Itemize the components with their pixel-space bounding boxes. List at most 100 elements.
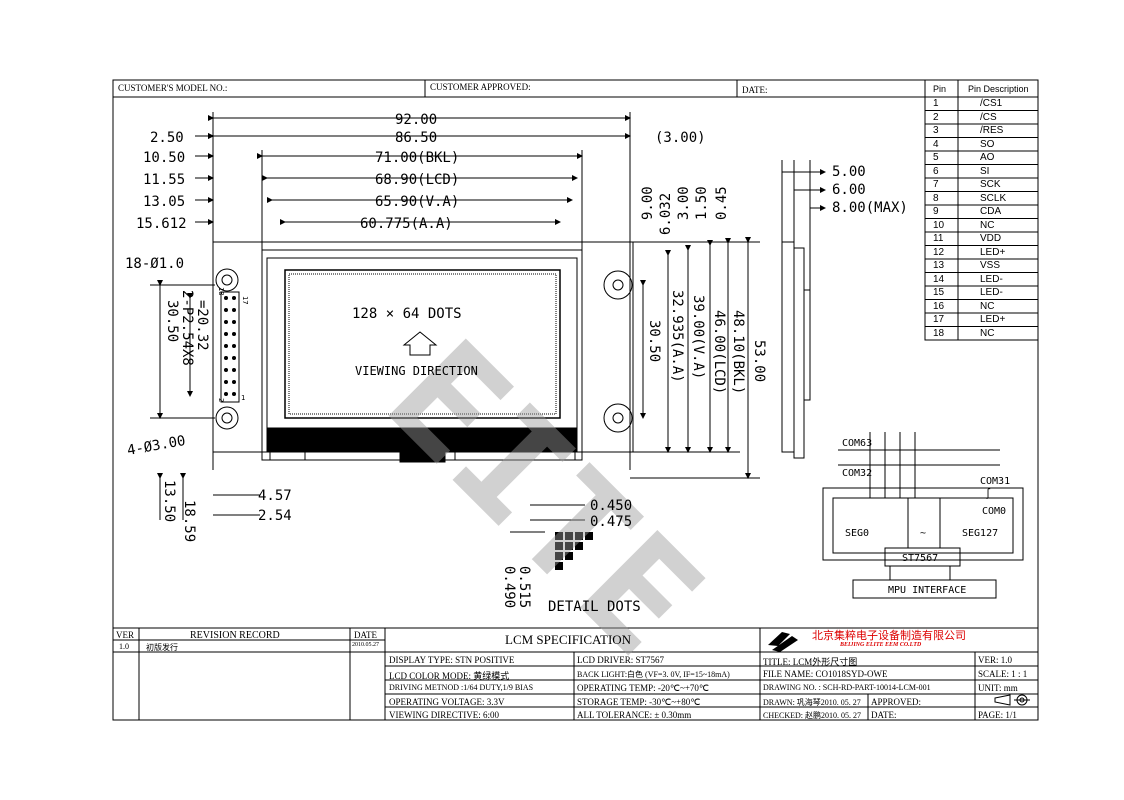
tb-approved: APPROVED: bbox=[871, 697, 922, 707]
tb-file-name: FILE NAME: CO1018SYD-OWE bbox=[763, 669, 888, 679]
pin-description: VSS bbox=[980, 260, 1001, 271]
dim-total: 53.00 bbox=[751, 340, 767, 382]
dim-30-50-left: 30.50 bbox=[164, 300, 180, 342]
tb-storage-temp: STORAGE TEMP: -30℃~+80℃ bbox=[577, 697, 701, 707]
pin-number: 11 bbox=[933, 233, 944, 244]
pin-description: SCLK bbox=[980, 192, 1007, 204]
pin-desc-header: Pin Description bbox=[968, 84, 1029, 94]
dim-0-475: 0.475 bbox=[590, 514, 632, 530]
pin-18-label: 18 bbox=[217, 287, 225, 295]
pin-1-label: 1 bbox=[241, 394, 245, 402]
tb-operating-voltage: OPERATING VOLTAGE: 3.3V bbox=[389, 697, 505, 707]
tb-viewing-directive: VIEWING DIRECTIVE: 6:00 bbox=[389, 710, 499, 720]
outer-frame bbox=[112, 79, 1039, 721]
pin-number: 2 bbox=[933, 111, 939, 123]
mpu-label: MPU INTERFACE bbox=[888, 585, 966, 596]
dim-15-612: 15.612 bbox=[136, 216, 187, 232]
mount-label: 4-Ø3.00 bbox=[126, 433, 187, 459]
pin-number: 12 bbox=[933, 246, 945, 258]
tb-back-light: BACK LIGHT:白色 (VF=3. 0V, IF=15~18mA) bbox=[577, 670, 730, 679]
tb-operating-temp: OPERATING TEMP: -20℃~+70℃ bbox=[577, 683, 709, 693]
dim-6-00: 6.00 bbox=[832, 182, 866, 198]
pin-description: LED+ bbox=[980, 246, 1006, 258]
pin-description: /CS1 bbox=[980, 98, 1003, 109]
pin-description: SO bbox=[980, 138, 995, 150]
projection-symbol-icon bbox=[994, 694, 1030, 706]
com32-label: COM32 bbox=[842, 468, 872, 479]
pin-description: SI bbox=[980, 165, 990, 177]
customer-model-label: CUSTOMER'S MODEL NO.: bbox=[118, 83, 228, 93]
tb-color-mode: LCD COLOR MODE: 黄绿模式 bbox=[389, 671, 510, 681]
pin-number: 7 bbox=[933, 179, 939, 190]
pin-description: LED+ bbox=[980, 314, 1006, 325]
tb-unit: UNIT: mm bbox=[978, 683, 1018, 693]
tb-date: DATE: bbox=[871, 710, 897, 720]
dim-0-490: 0.490 bbox=[501, 566, 517, 608]
pin-17-label: 17 bbox=[241, 296, 249, 304]
pin-number: 3 bbox=[933, 125, 939, 136]
dim-6-032: 6.032 bbox=[658, 193, 674, 235]
pin-description: /RES bbox=[980, 125, 1004, 136]
tb-page: PAGE: 1/1 bbox=[978, 710, 1017, 720]
com0-label: COM0 bbox=[982, 506, 1006, 517]
dim-0-515: 0.515 bbox=[516, 566, 532, 608]
dim-86-5: 86.50 bbox=[395, 130, 437, 146]
dots-label: 128 × 64 DOTS bbox=[352, 306, 462, 322]
tb-drawing-no: DRAWING NO. : SCH-RD-PART-10014-LCM-001 bbox=[763, 683, 931, 692]
wave-glyph: ∫ bbox=[985, 488, 991, 500]
pin-number: 6 bbox=[933, 165, 939, 177]
dim-1-50: 1.50 bbox=[694, 186, 710, 220]
dim-aa: 60.775(A.A) bbox=[360, 216, 453, 232]
pin-number: 14 bbox=[933, 273, 945, 285]
pin-number: 8 bbox=[933, 192, 939, 204]
dim-11-55: 11.55 bbox=[143, 172, 185, 188]
pin-description: NC bbox=[980, 300, 995, 312]
tb-lcd-driver: LCD DRIVER: ST7567 bbox=[577, 655, 665, 665]
ver-header: VER bbox=[116, 630, 134, 640]
date-header: DATE bbox=[354, 630, 377, 640]
viewing-arrow-icon bbox=[402, 331, 438, 356]
pin-description: /CS bbox=[980, 111, 997, 123]
company-logo-icon bbox=[768, 632, 798, 652]
dim-18-59: 18.59 bbox=[181, 500, 197, 542]
com31-label: COM31 bbox=[980, 476, 1010, 487]
ver-value: 1.0 bbox=[119, 642, 129, 651]
dim-9-00: 9.00 bbox=[640, 186, 656, 220]
dim-4-57: 4.57 bbox=[258, 488, 292, 504]
hole-label: 18-Ø1.0 bbox=[125, 256, 184, 272]
dim-92: 92.00 bbox=[395, 112, 437, 128]
pin-number: 10 bbox=[933, 219, 945, 231]
pin-number: 17 bbox=[933, 314, 945, 325]
tb-tolerance: ALL TOLERANCE: ± 0.30mm bbox=[577, 710, 692, 720]
dim-pitch-2: =20.32 bbox=[194, 300, 210, 351]
tb-title: TITLE: LCM外形尺寸图 bbox=[763, 657, 858, 667]
dim-bkl: 71.00(BKL) bbox=[375, 150, 459, 166]
dim-2-50: 2.50 bbox=[150, 130, 184, 146]
dim-lcd-v: 46.00(LCD) bbox=[711, 310, 727, 394]
pin-number: 9 bbox=[933, 206, 939, 217]
dim-0-450: 0.450 bbox=[590, 498, 632, 514]
tilde-glyph: ~ bbox=[920, 528, 926, 539]
tb-scale: SCALE: 1 : 1 bbox=[978, 669, 1028, 679]
dim-va: 65.90(V.A) bbox=[375, 194, 459, 210]
pin-number: 1 bbox=[933, 98, 939, 109]
pin-number: 5 bbox=[933, 152, 939, 163]
dim-30-50-right: 30.50 bbox=[646, 320, 662, 362]
dim-2-54: 2.54 bbox=[258, 508, 292, 524]
dim-3-00-v: 3.00 bbox=[676, 186, 692, 220]
date-value: 2010.05.27 bbox=[352, 642, 379, 648]
pin-col-header: Pin bbox=[933, 84, 947, 94]
dim-13-50: 13.50 bbox=[161, 480, 177, 522]
dim-pitch: 2-P2.54X8 bbox=[179, 290, 195, 366]
pin-description: NC bbox=[980, 327, 995, 339]
dim-bkl-v: 48.10(BKL) bbox=[730, 310, 746, 394]
pin-description: LED- bbox=[980, 273, 1003, 285]
dim-3-00: (3.00) bbox=[655, 130, 706, 146]
pin-number: 13 bbox=[933, 260, 945, 271]
seg127-label: SEG127 bbox=[962, 528, 998, 539]
dim-5-00: 5.00 bbox=[832, 164, 866, 180]
pin-description: CDA bbox=[980, 206, 1002, 217]
company-name-cn: 北京集粹电子设备制造有限公司 bbox=[812, 630, 966, 642]
